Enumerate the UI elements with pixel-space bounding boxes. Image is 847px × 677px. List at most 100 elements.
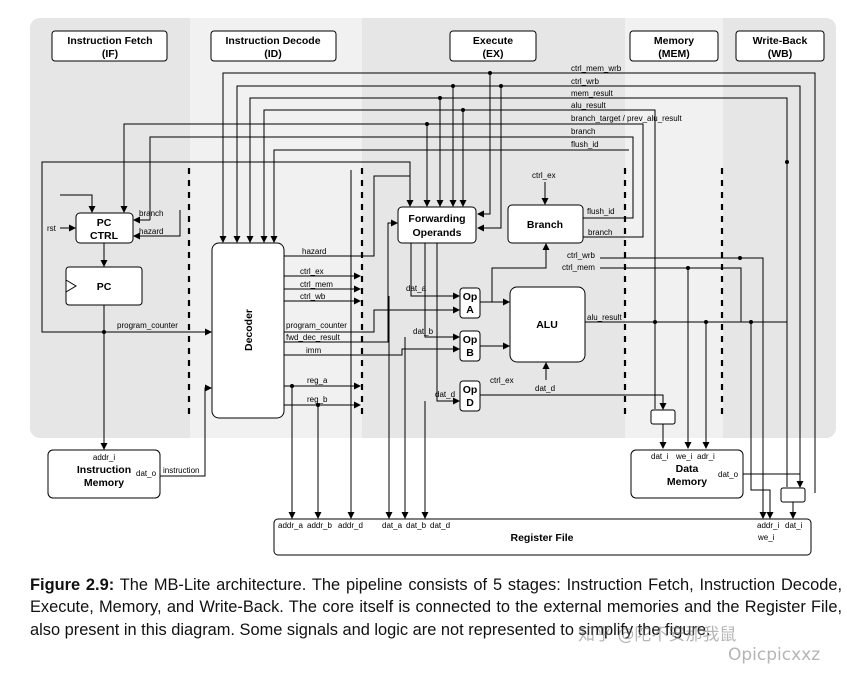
svg-text:fwd_dec_result: fwd_dec_result [286,333,341,342]
svg-text:Memory: Memory [654,35,694,47]
svg-text:Data: Data [676,463,699,475]
svg-text:addr_i: addr_i [93,453,115,462]
svg-text:dat_b: dat_b [406,521,427,530]
pipeline-diagram: Instruction Fetch (IF) Instruction Decod… [30,18,836,556]
svg-text:(ID): (ID) [264,48,282,60]
svg-text:Operands: Operands [412,227,461,239]
svg-text:Memory: Memory [84,477,124,489]
svg-text:Op: Op [463,334,478,346]
svg-text:reg_a: reg_a [307,376,328,385]
decoder-block: Decoder [211,242,285,419]
svg-text:addr_b: addr_b [307,521,332,530]
svg-text:Register File: Register File [510,532,573,544]
stage-title-if: Instruction Fetch (IF) [51,30,168,62]
figure-caption-text: The MB-Lite architecture. The pipeline c… [30,576,842,639]
svg-text:ctrl_mem_wrb: ctrl_mem_wrb [571,64,622,73]
svg-text:alu_result: alu_result [571,101,606,110]
svg-text:dat_i: dat_i [785,521,803,530]
branch-block: Branch [507,204,584,244]
instruction-wire [160,384,212,477]
stage-mem-shade [625,18,723,438]
svg-text:dat_a: dat_a [382,521,403,530]
svg-text:flush_id: flush_id [571,140,599,149]
figure-caption-label: Figure 2.9: [30,576,115,594]
svg-text:Op: Op [463,291,478,303]
svg-text:Instruction Fetch: Instruction Fetch [67,35,152,47]
svg-text:we_i: we_i [757,533,775,542]
svg-text:ctrl_ex: ctrl_ex [300,267,324,276]
svg-text:(MEM): (MEM) [658,48,690,60]
figure-caption: Figure 2.9: The MB-Lite architecture. Th… [30,574,842,641]
svg-text:ctrl_wb: ctrl_wb [300,292,326,301]
watermark: 知乎 @陀不安那我鼠 [578,625,737,645]
program-counter-label: program_counter [117,321,178,330]
svg-text:adr_i: adr_i [697,452,715,461]
stage-title-wb: Write-Back (WB) [735,30,825,62]
svg-text:ctrl_wrb: ctrl_wrb [571,77,600,86]
stage-title-ex: Execute (EX) [449,30,537,62]
op-d-mux: Op D [459,380,481,412]
svg-text:dat_o: dat_o [136,469,157,478]
ctrl-wrb-label: ctrl_wrb [567,251,596,260]
svg-text:dat_d: dat_d [430,521,450,530]
svg-text:CTRL: CTRL [90,230,119,242]
pc-block: PC [65,266,143,306]
svg-text:A: A [466,304,474,316]
svg-text:PC: PC [97,281,112,293]
decoder-outputs: hazard ctrl_ex ctrl_mem ctrl_wb program_… [284,170,460,519]
dat-a-label: dat_a [406,284,427,293]
svg-text:addr_i: addr_i [757,521,779,530]
ctrl-mem-label: ctrl_mem [562,263,595,272]
svg-text:Op: Op [463,384,478,396]
forwarding-operands-block: Forwarding Operands [397,206,477,244]
svg-text:addr_d: addr_d [338,521,363,530]
pc-branch-label: branch [139,209,163,218]
svg-text:Instruction: Instruction [77,464,131,476]
svg-text:branch: branch [571,127,595,136]
svg-text:Memory: Memory [667,476,707,488]
svg-text:(EX): (EX) [483,48,504,60]
svg-text:D: D [466,397,474,409]
svg-text:(IF): (IF) [102,48,118,60]
svg-text:dat_o: dat_o [718,470,739,479]
data-memory-block: dat_i we_i adr_i Data Memory dat_o [630,449,744,499]
svg-text:dat_i: dat_i [651,452,669,461]
svg-text:reg_b: reg_b [307,395,328,404]
ctrl-ex-top-label: ctrl_ex [532,171,556,180]
svg-text:branch_target / prev_alu_resul: branch_target / prev_alu_result [571,114,683,123]
svg-text:PC: PC [97,217,112,229]
op-a-mux: Op A [459,287,481,319]
ctrl-ex-alu-label: ctrl_ex [490,376,514,385]
svg-text:Execute: Execute [473,35,513,47]
instruction-memory-block: addr_i Instruction Memory dat_o [47,449,161,499]
instruction-label: instruction [163,466,199,475]
rst-label: rst [47,224,57,233]
svg-text:we_i: we_i [675,452,693,461]
branch-out-label: branch [588,228,612,237]
watermark-id: Opicpicxxz [728,645,821,665]
feedback-bus: ctrl_mem_wrb ctrl_wrb mem_result alu_res… [120,64,816,493]
svg-text:program_counter: program_counter [286,321,347,330]
svg-text:ALU: ALU [536,319,558,331]
pc-ctrl-block: PC CTRL [75,212,134,244]
register-file-block: addr_a addr_b addr_d dat_a dat_b dat_d R… [273,518,812,556]
svg-text:addr_a: addr_a [278,521,303,530]
stage-title-id: Instruction Decode (ID) [210,30,337,62]
stage-title-mem: Memory (MEM) [629,30,719,62]
wb-mux [780,487,806,503]
svg-text:Instruction Decode: Instruction Decode [225,35,320,47]
svg-text:B: B [466,347,474,359]
flush-id-label: flush_id [587,207,615,216]
dat-d-label: dat_d [435,390,455,399]
svg-text:ctrl_mem: ctrl_mem [300,280,333,289]
op-b-mux: Op B [459,330,481,362]
dat-b-label: dat_b [413,327,434,336]
dat-d-alu-label: dat_d [535,384,555,393]
mem-mux [650,409,676,425]
svg-text:Branch: Branch [527,219,563,231]
svg-text:imm: imm [306,346,321,355]
alu-result-label: alu_result [587,313,622,322]
pc-ctrl-top-feedback [60,194,96,213]
pc-feedback-loop [41,161,414,333]
svg-text:Write-Back: Write-Back [753,35,808,47]
